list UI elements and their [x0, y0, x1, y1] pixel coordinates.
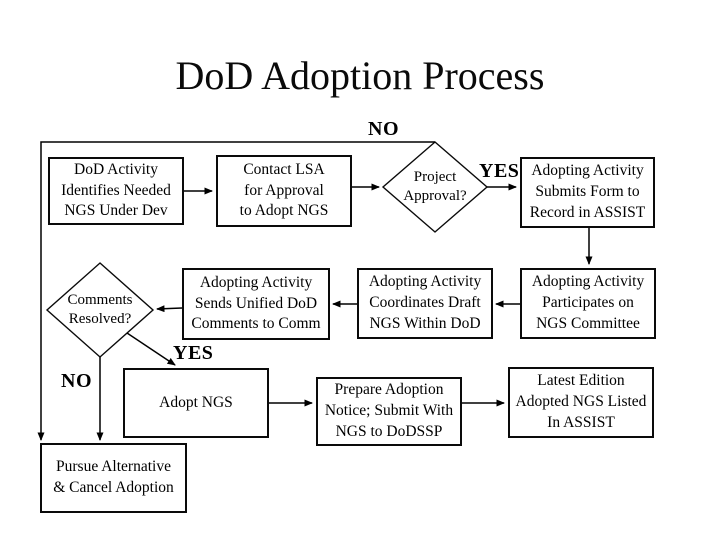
node-participate-committee: Adopting Activity Participates on NGS Co…	[520, 268, 656, 339]
edge-label-yes-approval: YES	[479, 160, 520, 182]
node-latest-edition-assist: Latest Edition Adopted NGS Listed In ASS…	[508, 367, 654, 438]
connector-approval-no-to-pursue	[37, 141, 435, 441]
node-submit-form-assist: Adopting Activity Submits Form to Record…	[520, 157, 655, 228]
edge-label-no-resolved: NO	[61, 370, 92, 392]
decision-diamond-project-approval	[381, 141, 489, 233]
node-prepare-notice: Prepare Adoption Notice; Submit With NGS…	[316, 377, 462, 446]
edge-label-yes-resolved: YES	[173, 342, 214, 364]
node-project-approval-label: Project Approval?	[403, 168, 467, 205]
node-contact-lsa: Contact LSA for Approval to Adopt NGS	[216, 155, 352, 227]
node-identify-ngs: DoD Activity Identifies Needed NGS Under…	[48, 157, 184, 225]
node-pursue-alternative: Pursue Alternative & Cancel Adoption	[40, 443, 187, 513]
connector-comments-to-resolved	[156, 305, 183, 313]
connector-resolved-yes-to-adopt	[126, 332, 176, 366]
page-title: DoD Adoption Process	[175, 53, 545, 98]
node-comments-resolved-label: Comments Resolved?	[67, 291, 133, 328]
node-send-comments: Adopting Activity Sends Unified DoD Comm…	[182, 268, 330, 340]
edge-label-no-top: NO	[368, 118, 399, 140]
node-coordinate-draft: Adopting Activity Coordinates Draft NGS …	[357, 268, 493, 339]
node-adopt-ngs: Adopt NGS	[123, 368, 269, 438]
